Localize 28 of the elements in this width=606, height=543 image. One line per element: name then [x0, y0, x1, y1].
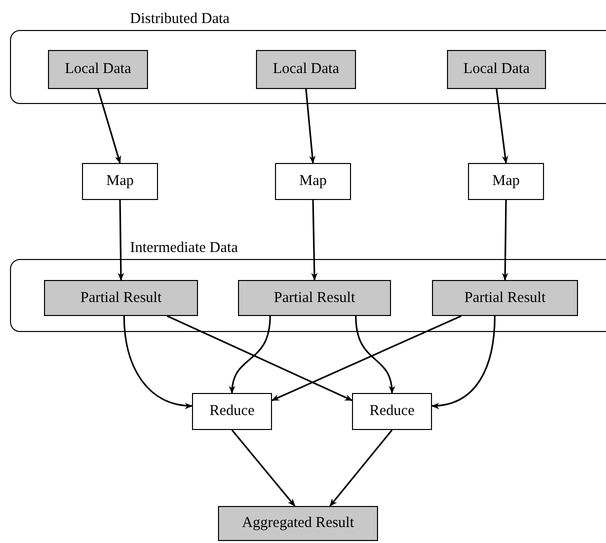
arrow: [118, 200, 124, 281]
arrow: [355, 316, 395, 394]
process-box: Local Data: [447, 50, 546, 89]
group-title: Intermediate Data: [130, 239, 238, 258]
process-box: Local Data: [256, 50, 356, 89]
arrow: [97, 88, 122, 164]
group-title: Distributed Data: [130, 10, 230, 29]
arrow: [502, 200, 508, 281]
arrow: [166, 315, 353, 402]
process-box: Local Data: [48, 50, 148, 89]
process-box: Reduce: [352, 393, 432, 430]
arrow: [271, 315, 462, 402]
arrow: [231, 430, 296, 507]
process-box: Reduce: [192, 393, 272, 430]
process-box: Map: [275, 163, 351, 200]
process-box: Partial Result: [238, 280, 391, 316]
process-box: Partial Result: [44, 280, 198, 316]
arrow: [329, 430, 393, 507]
arrow: [431, 316, 496, 409]
arrow: [229, 316, 271, 394]
process-box: Map: [82, 163, 158, 200]
arrow: [496, 88, 508, 164]
process-box: Partial Result: [432, 280, 578, 316]
process-box: Map: [468, 163, 544, 200]
arrow: [123, 316, 193, 409]
arrow: [311, 200, 318, 281]
arrow: [305, 88, 316, 164]
process-box: Aggregated Result: [218, 506, 378, 541]
